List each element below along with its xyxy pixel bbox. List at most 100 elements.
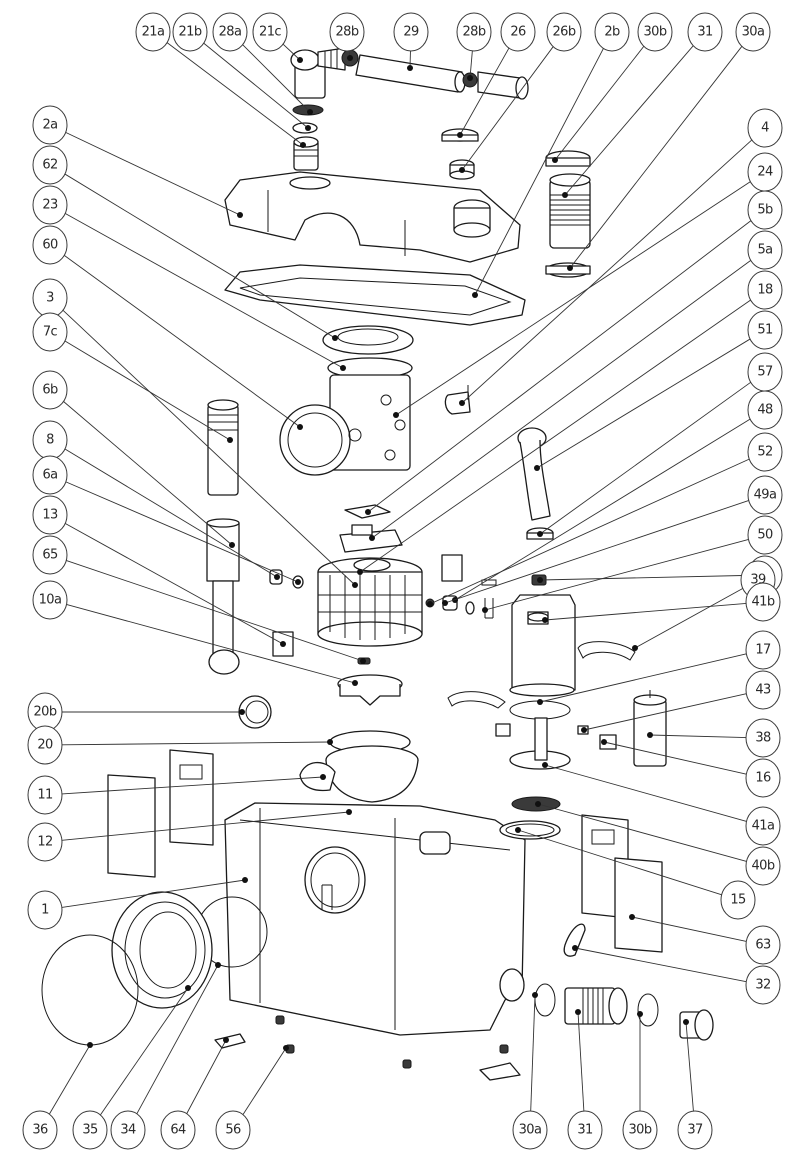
callout-12: 12: [27, 822, 63, 862]
callout-20b: 20b: [27, 692, 63, 732]
leader-dot-30a: [567, 265, 573, 271]
callout-label: 34: [120, 1123, 136, 1138]
callout-label: 16: [755, 771, 771, 786]
leader-line-1: [61, 879, 246, 908]
callout-bubble: [747, 270, 783, 310]
leader-dot-28a: [307, 109, 313, 115]
callout-bubble: [747, 475, 783, 515]
callout-4: 4: [747, 108, 783, 148]
leader-dot-30a: [532, 992, 538, 998]
callout-bubble: [747, 230, 783, 270]
callout-48: 48: [747, 390, 783, 430]
leader-dot-2a: [237, 212, 243, 218]
leader-dot-15: [515, 827, 521, 833]
leader-line-57: [539, 381, 752, 535]
leader-dot-24: [393, 412, 399, 418]
leader-dot-65: [360, 658, 366, 664]
leader-line-16: [603, 741, 747, 775]
leader-line-6b: [62, 400, 233, 546]
leader-dot-12: [346, 809, 352, 815]
leader-line-17: [539, 653, 747, 703]
leader-line-10a: [66, 604, 356, 684]
leader-line-60: [63, 254, 301, 428]
leader-dot-17: [537, 699, 543, 705]
leader-dot-16: [601, 739, 607, 745]
callout-bubble: [32, 185, 68, 225]
callout-bubble: [215, 1110, 251, 1150]
callout-13: 13: [32, 495, 68, 535]
callout-bubble: [622, 1110, 658, 1150]
callout-label: 10a: [39, 593, 62, 608]
callout-30a: 30a: [735, 12, 771, 52]
leader-dot-56: [283, 1045, 289, 1051]
callout-bubble: [172, 12, 208, 52]
part-31-bellows-vertical: [545, 150, 591, 278]
leader-dot-4: [459, 400, 465, 406]
leader-dot-49a: [442, 600, 448, 606]
callout-bubble: [677, 1110, 713, 1150]
leader-line-26: [459, 46, 511, 136]
callout-60: 60: [32, 225, 68, 265]
part-2a-lid: [224, 171, 521, 263]
part-side-panels-left: [107, 749, 214, 878]
leader-line-11: [61, 776, 324, 795]
leader-dot-26: [457, 132, 463, 138]
leader-dot-28b: [347, 55, 353, 61]
leader-line-8: [64, 448, 278, 578]
callout-label: 26: [510, 25, 526, 40]
callout-label: 35: [82, 1123, 98, 1138]
leader-dot-52: [427, 601, 433, 607]
callout-bubble: [22, 1110, 58, 1150]
callout-label: 48: [757, 403, 773, 418]
callout-bubble: [329, 12, 365, 52]
callout-label: 28a: [219, 25, 242, 40]
part-14-pump: [509, 594, 576, 697]
part-62-23-60-chamber: [279, 325, 414, 476]
callout-bubble: [27, 725, 63, 765]
callout-32: 32: [745, 965, 781, 1005]
callout-bubble: [747, 108, 783, 148]
callout-label: 65: [42, 548, 58, 563]
leader-dot-1: [242, 877, 248, 883]
callout-label: 50: [757, 528, 773, 543]
leader-line-37: [685, 1021, 695, 1114]
leader-dot-62: [332, 335, 338, 341]
part-29-pipe: [355, 54, 529, 100]
callout-label: 1: [41, 903, 49, 918]
part-3-motor-cage: [317, 557, 423, 647]
leader-line-31: [577, 1011, 585, 1114]
callout-11: 11: [27, 775, 63, 815]
leader-line-56: [241, 1047, 287, 1116]
leader-line-30a: [569, 45, 743, 269]
leader-line-21a: [166, 41, 304, 146]
part-2b-gasket: [224, 264, 526, 326]
callout-28a: 28a: [212, 12, 248, 52]
callout-label: 4: [761, 121, 769, 136]
leader-line-51: [536, 338, 751, 469]
callout-bubble: [135, 12, 171, 52]
callout-63: 63: [745, 925, 781, 965]
callout-label: 11: [37, 788, 53, 803]
callout-label: 24: [757, 165, 773, 180]
callout-bubble: [32, 455, 68, 495]
callout-label: 5a: [757, 243, 772, 258]
callout-bubble: [637, 12, 673, 52]
leader-dot-50: [482, 607, 488, 613]
leader-dot-11: [320, 774, 326, 780]
callout-30b: 30b: [637, 12, 673, 52]
part-5a-housing: [339, 524, 403, 553]
leader-line-21c: [282, 43, 301, 61]
part-16-connector: [599, 734, 617, 750]
callout-bubble: [32, 225, 68, 265]
callout-28b: 28b: [456, 12, 492, 52]
callout-52: 52: [747, 432, 783, 472]
callout-bubble: [720, 880, 756, 920]
callout-label: 49a: [754, 488, 777, 503]
callout-31: 31: [567, 1110, 603, 1150]
callout-label: 26b: [553, 25, 576, 40]
leader-dot-39: [632, 645, 638, 651]
leader-line-23: [64, 212, 344, 369]
callout-label: 30a: [519, 1123, 542, 1138]
callout-6b: 6b: [32, 370, 68, 410]
callout-62: 62: [32, 145, 68, 185]
